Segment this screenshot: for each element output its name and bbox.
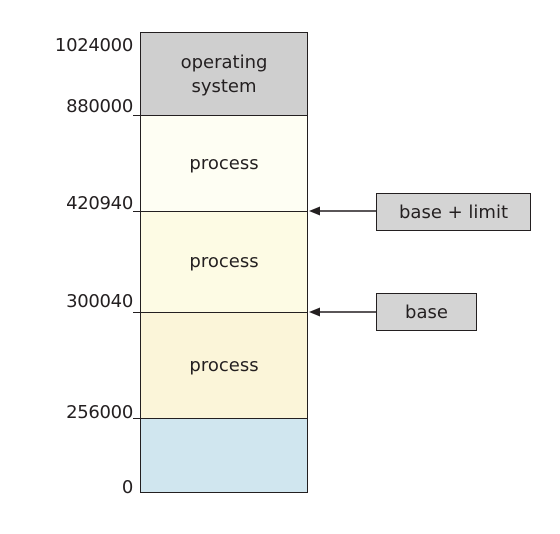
- address-tick-880000: [133, 115, 141, 116]
- address-label-1024000: 1024000: [54, 35, 133, 56]
- address-label-300040: 300040: [66, 291, 133, 312]
- memory-map: operating system process process process: [140, 32, 308, 493]
- operating-system-region: operating system: [141, 33, 307, 116]
- address-label-420940: 420940: [66, 193, 133, 214]
- address-tick-420940: [133, 211, 141, 212]
- limit-arrow: [309, 206, 377, 216]
- address-tick-256000: [133, 418, 141, 419]
- base-register: base: [376, 293, 477, 331]
- process-region-2: process: [141, 212, 307, 313]
- address-label-256000: 256000: [66, 402, 133, 423]
- address-label-0: 0: [121, 477, 133, 498]
- process-region-3: process: [141, 313, 307, 419]
- process-region-1: process: [141, 116, 307, 212]
- free-memory-region: [141, 419, 307, 492]
- address-tick-300040: [133, 312, 141, 313]
- base-arrow: [309, 307, 377, 317]
- address-label-880000: 880000: [66, 96, 133, 117]
- base-plus-limit-register: base + limit: [376, 193, 531, 231]
